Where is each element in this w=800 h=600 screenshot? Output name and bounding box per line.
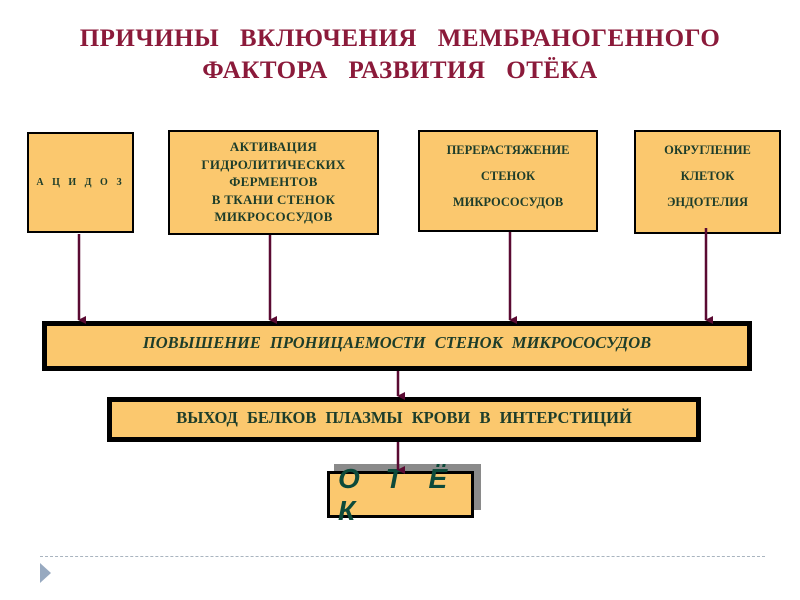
cause-text: ПЕРЕРАСТЯЖЕНИЕ [446,143,570,157]
cause-box-overstretching: ПЕРЕРАСТЯЖЕНИЕ СТЕНОК МИКРОСОСУДОВ [418,130,598,232]
cause-box-hydrolytic-enzymes: АКТИВАЦИЯ ГИДРОЛИТИЧЕСКИХ ФЕРМЕНТОВ В ТК… [168,130,379,235]
cause-text: МИКРОСОСУДОВ [452,195,564,209]
cause-text: ЭНДОТЕЛИЯ [666,195,749,209]
slide-title-line-2: ФАКТОРА РАЗВИТИЯ ОТЁКА [202,57,598,84]
cause-text: ОКРУГЛЕНИЕ [664,143,751,157]
cause-box-endothelial-rounding: ОКРУГЛЕНИЕ КЛЕТОК ЭНДОТЕЛИЯ [634,130,781,234]
result-text: О Т Ё К [338,462,457,526]
cause-text: В ТКАНИ СТЕНОК [211,191,336,207]
cause-text: А Ц И Д О З [36,177,125,188]
effect-permeability-bar: ПОВЫШЕНИЕ ПРОНИЦАЕМОСТИ СТЕНОК МИКРОСОСУ… [42,321,752,371]
cause-text: МИКРОСОСУДОВ [214,209,333,224]
cause-text: ГИДРОЛИТИЧЕСКИХ [201,156,346,172]
cause-text: СТЕНОК [480,169,536,183]
slide-title-line-1: ПРИЧИНЫ ВКЛЮЧЕНИЯ МЕМБРАНОГЕННОГО [79,25,721,52]
cause-text: АКТИВАЦИЯ [229,139,318,154]
result-box-edema: О Т Ё К [327,463,474,526]
effect-text: ВЫХОД БЕЛКОВ ПЛАЗМЫ КРОВИ В ИНТЕРСТИЦИЙ [176,407,632,427]
effect-text: ПОВЫШЕНИЕ ПРОНИЦАЕМОСТИ СТЕНОК МИКРОСОСУ… [142,333,652,352]
next-slide-triangle-icon[interactable] [40,563,51,583]
cause-box-acidosis: А Ц И Д О З [27,132,134,233]
cause-text: КЛЕТОК [680,169,735,183]
footer-divider [40,556,765,557]
effect-protein-exit-bar: ВЫХОД БЕЛКОВ ПЛАЗМЫ КРОВИ В ИНТЕРСТИЦИЙ [107,397,701,442]
cause-text: ФЕРМЕНТОВ [229,174,318,189]
